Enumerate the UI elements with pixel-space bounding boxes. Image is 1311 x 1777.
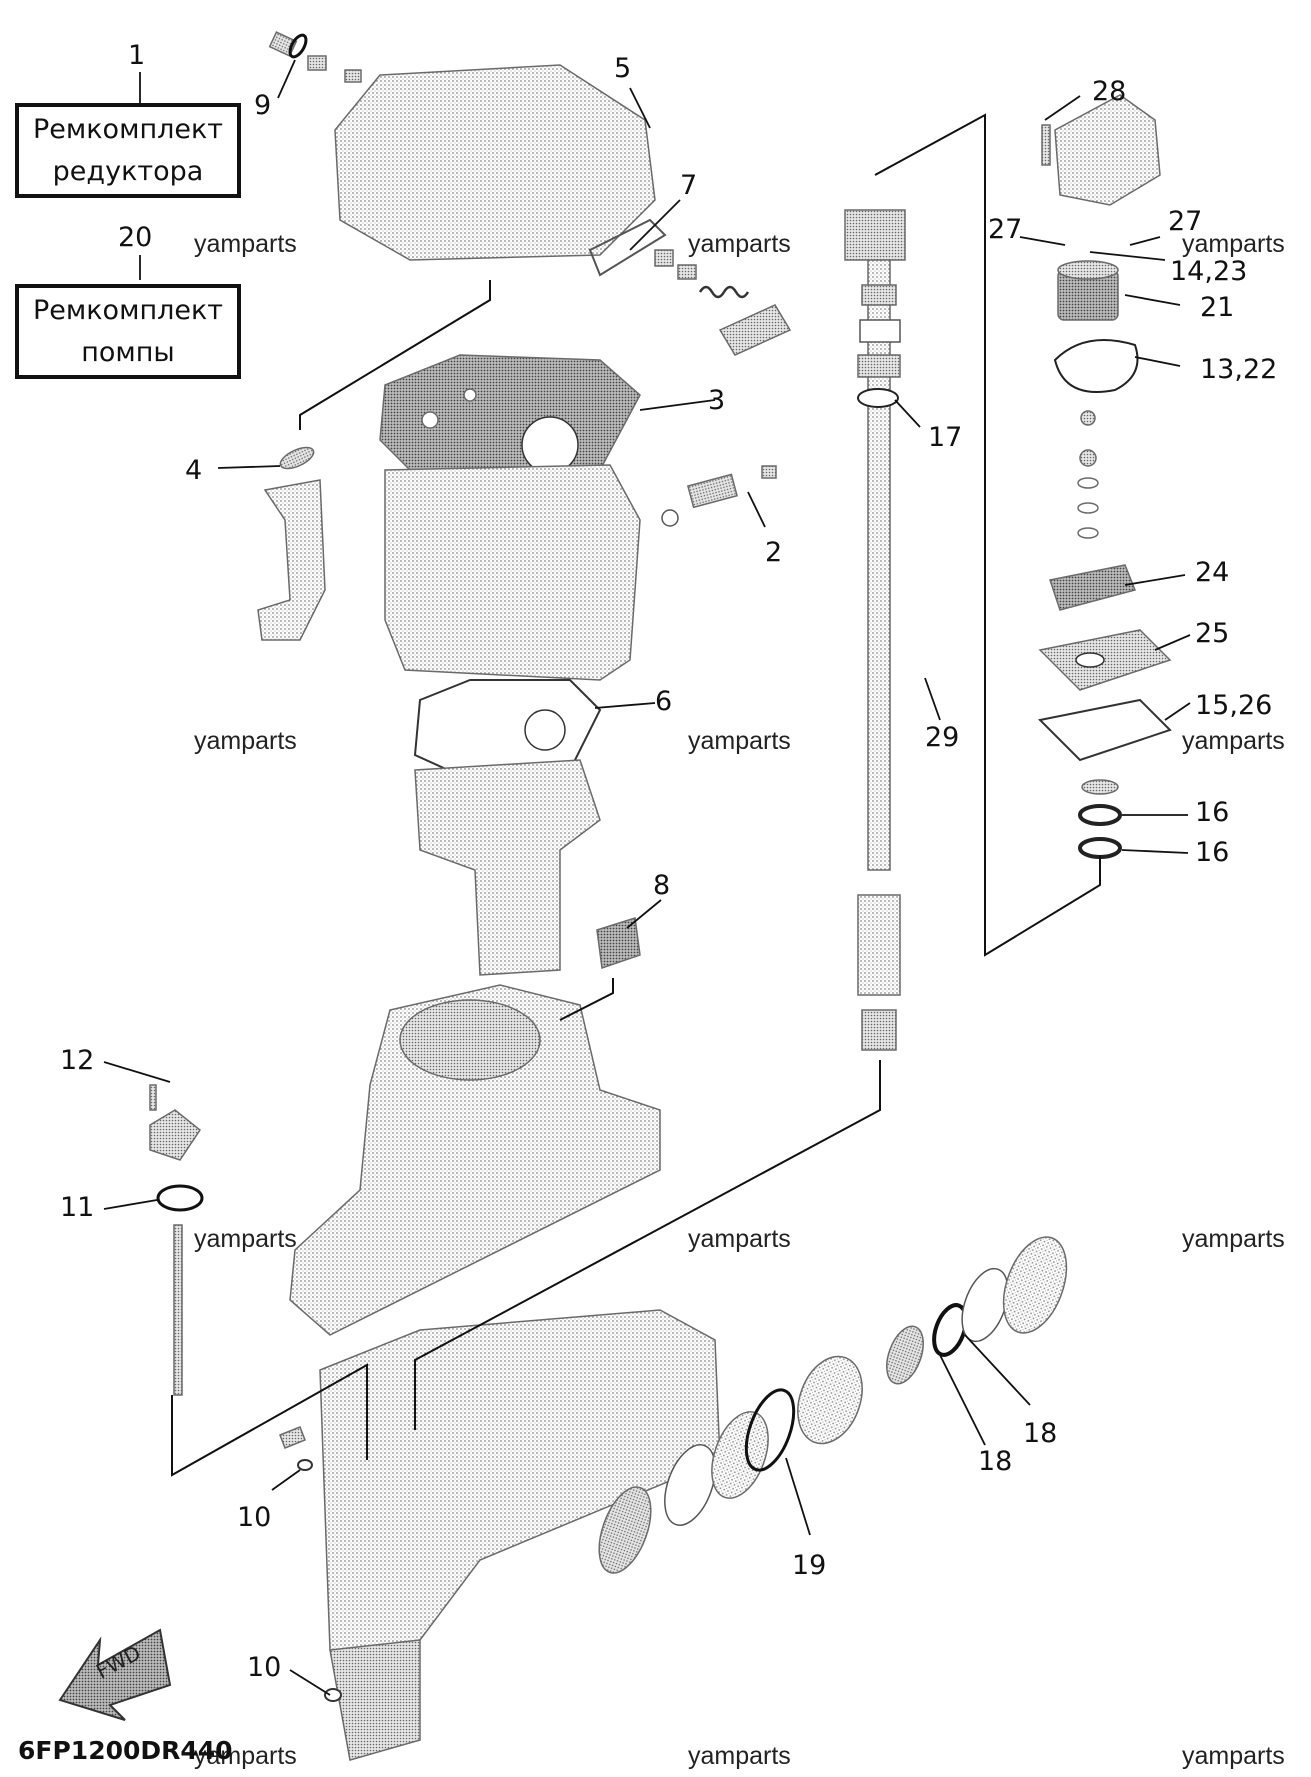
callout-label: 16 bbox=[1195, 837, 1230, 868]
gear-kit-line1: Ремкомплект bbox=[32, 113, 223, 145]
pump-kit-line2: помпы bbox=[81, 336, 175, 368]
callout-label: 19 bbox=[792, 1550, 827, 1581]
callout-label: 21 bbox=[1200, 292, 1235, 323]
callout-label: 14,23 bbox=[1170, 256, 1248, 287]
callout-label: 27 bbox=[988, 214, 1023, 245]
callout-label: 24 bbox=[1195, 557, 1230, 588]
kit-number-label: 1 bbox=[128, 40, 146, 71]
callout-label: 11 bbox=[60, 1192, 95, 1223]
pump-plate-part bbox=[1038, 629, 1172, 691]
pad-part bbox=[596, 917, 641, 970]
shift-rod-part bbox=[173, 1224, 183, 1396]
o-ring-part bbox=[156, 1184, 204, 1212]
water-pickup-part bbox=[257, 479, 326, 641]
leader-lines bbox=[103, 59, 1191, 1696]
propeller-gear-part bbox=[598, 1486, 652, 1574]
callout-label: 5 bbox=[614, 53, 632, 84]
upper-casing-part bbox=[289, 984, 661, 1336]
lower-gasket-part bbox=[413, 679, 602, 782]
exhaust-guide-part bbox=[414, 759, 601, 976]
callout-label: 18 bbox=[1023, 1418, 1058, 1449]
callout-label: 28 bbox=[1092, 76, 1127, 107]
oil-seal-part bbox=[1078, 804, 1122, 826]
upper-housing-part bbox=[334, 64, 656, 261]
callout-label: 4 bbox=[185, 455, 203, 486]
watermark-text: yamparts bbox=[688, 1742, 791, 1770]
callout-label: 10 bbox=[247, 1652, 282, 1683]
assembly-lines bbox=[171, 113, 1101, 1477]
kit-number-label: 20 bbox=[118, 222, 153, 253]
watermark-text: yamparts bbox=[1182, 727, 1285, 755]
gear-kit-line2: редуктора bbox=[52, 155, 204, 187]
watermark-text: yamparts bbox=[1182, 1742, 1285, 1770]
watermark-text: yamparts bbox=[1182, 230, 1285, 258]
callout-label: 15,26 bbox=[1195, 690, 1273, 721]
watermark-text: yamparts bbox=[688, 727, 791, 755]
gear-kit-box[interactable]: Ремкомплект редуктора bbox=[15, 103, 241, 198]
callout-label: 18 bbox=[978, 1446, 1013, 1477]
watermark-text: yamparts bbox=[688, 1225, 791, 1253]
callout-label: 13,22 bbox=[1200, 354, 1278, 385]
watermark-text: yamparts bbox=[194, 230, 297, 258]
pump-kit-box[interactable]: Ремкомплект помпы bbox=[15, 284, 241, 379]
callout-label: 29 bbox=[925, 722, 960, 753]
pump-kit-line1: Ремкомплект bbox=[32, 294, 223, 326]
callout-label: 8 bbox=[653, 870, 671, 901]
spring-part bbox=[698, 285, 750, 299]
lower-casing-part bbox=[319, 1309, 721, 1702]
circlip-part bbox=[744, 1388, 796, 1472]
impeller-part bbox=[1049, 564, 1137, 611]
middle-housing-part bbox=[384, 464, 641, 681]
watermark-text: yamparts bbox=[194, 727, 297, 755]
callout-label: 27 bbox=[1168, 206, 1203, 237]
callout-label: 3 bbox=[708, 385, 726, 416]
watermark-text: yamparts bbox=[688, 230, 791, 258]
drawing-code: 6FP1200DR440 bbox=[18, 1736, 233, 1765]
watermark-text: yamparts bbox=[194, 1225, 297, 1253]
callout-label: 7 bbox=[680, 170, 698, 201]
callout-label: 25 bbox=[1195, 618, 1230, 649]
callout-label: 10 bbox=[237, 1502, 272, 1533]
callout-label: 6 bbox=[655, 686, 673, 717]
callout-label: 9 bbox=[254, 90, 272, 121]
callout-label: 12 bbox=[60, 1045, 95, 1076]
watermark-text: yamparts bbox=[1182, 1225, 1285, 1253]
callout-label: 2 bbox=[765, 537, 783, 568]
forward-arrow-icon bbox=[58, 1628, 172, 1721]
callout-label: 17 bbox=[928, 422, 963, 453]
callout-label: 16 bbox=[1195, 797, 1230, 828]
watermark-text: yamparts bbox=[194, 1742, 297, 1770]
pump-housing-part bbox=[1054, 94, 1161, 206]
